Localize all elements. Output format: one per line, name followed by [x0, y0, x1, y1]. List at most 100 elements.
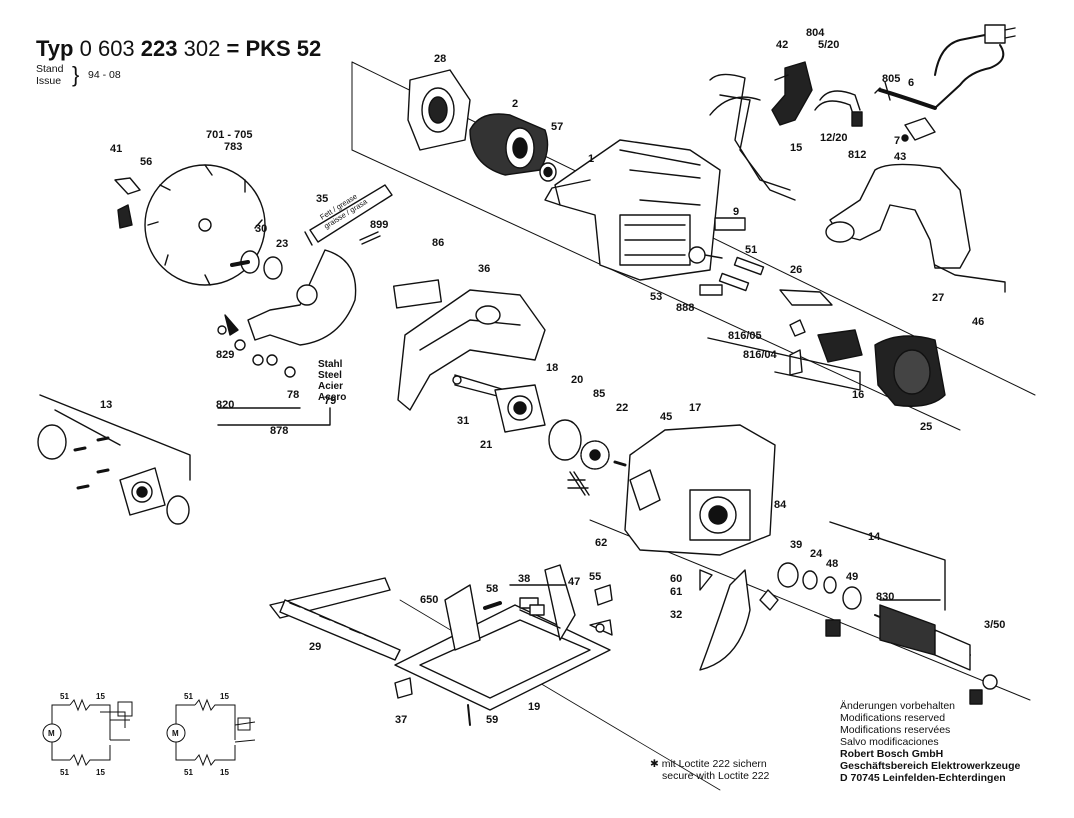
part-number-callout: 19 [528, 701, 540, 713]
part-number-callout: 805 [882, 73, 900, 85]
part-number-callout: 42 [776, 39, 788, 51]
part-number-callout: 5/20 [818, 39, 839, 51]
part-number-callout: 51 [745, 244, 757, 256]
part-650-parallel-guide [269, 577, 401, 661]
part-15-wires [709, 73, 796, 201]
part-36-label [392, 279, 443, 309]
part-number-callout: 57 [551, 121, 563, 133]
part-85-ring [548, 419, 582, 461]
part-armature [825, 604, 998, 705]
stand-issue-block: Stand Issue } 94 - 08 [36, 63, 121, 87]
part-816-brush-holder [789, 319, 863, 376]
part-number-callout: 9 [733, 206, 739, 218]
part-number-callout: 36 [478, 263, 490, 275]
part-24-48-49-bearings [759, 562, 862, 611]
part-22-gear [580, 440, 627, 470]
part-number-callout: 39 [790, 539, 802, 551]
part-number-callout: 13 [100, 399, 112, 411]
part-number-callout: 86 [432, 237, 444, 249]
part-32-lever [699, 569, 751, 671]
company-name: Robert Bosch GmbH [840, 748, 944, 760]
typ-number-b: 223 [140, 36, 178, 61]
part-number-callout: 16 [852, 389, 864, 401]
part-number-callout: 23 [276, 238, 288, 250]
part-1-motor-housing [544, 139, 723, 281]
loctite-de: ✱ mit Loctite 222 sichern [650, 758, 767, 770]
model-name: = PKS 52 [226, 36, 322, 61]
part-25-end-cover [874, 335, 946, 407]
material-label-es: Acero [318, 392, 346, 403]
part-20-flange [494, 384, 546, 433]
part-number-callout: 14 [868, 531, 881, 543]
issue-label: Issue [36, 75, 62, 87]
part-number-callout: 2 [512, 98, 518, 110]
loctite-note: ✱ mit Loctite 222 sichern secure with Lo… [650, 758, 769, 782]
part-number-callout: 35 [316, 193, 328, 205]
part-12-20-contacts [814, 90, 863, 127]
typ-number-c: 302 [183, 36, 221, 61]
changes-de: Änderungen vorbehalten [840, 700, 956, 712]
part-number-callout: 26 [790, 264, 802, 276]
company-division: Geschäftsbereich Elektrowerkzeuge [840, 760, 1021, 772]
part-number-callout: 28 [434, 53, 446, 65]
part-26-cover [779, 289, 833, 306]
stand-value: 94 - 08 [88, 69, 121, 81]
part-number-callout: 79 [324, 395, 336, 407]
part-number-callout: 37 [395, 714, 407, 726]
part-2-stator [469, 113, 549, 176]
changes-en: Modifications reserved [840, 712, 946, 724]
part-number-callout: 701 - 705 [206, 129, 252, 141]
part-number-callout: 6 [908, 77, 914, 89]
page-title: Typ 0 603 223 302 = PKS 52 [36, 36, 321, 62]
part-number-callout: 20 [571, 374, 583, 386]
part-number-callout: 48 [826, 558, 838, 570]
part-number-callout: 46 [972, 316, 984, 328]
part-number-callout: 816/04 [743, 349, 778, 361]
part-number-callout: 55 [589, 571, 601, 583]
wiring-schematic-right [166, 698, 256, 767]
part-19-base-plate [394, 564, 611, 711]
part-blade [114, 164, 266, 286]
part-number-callout: 12/20 [820, 132, 848, 144]
part-number-callout: 31 [457, 415, 469, 427]
part-number-callout: 812 [848, 149, 866, 161]
schematic-num: 51 [60, 768, 69, 777]
part-78-79-small-parts [217, 314, 296, 378]
part-number-callout: 816/05 [728, 330, 762, 342]
part-screws [394, 584, 613, 726]
part-number-callout: 29 [309, 641, 321, 653]
modifications-note: Änderungen vorbehalten Modifications res… [840, 700, 1020, 784]
part-number-callout: 53 [650, 291, 662, 303]
part-number-callout: 7 [894, 135, 900, 147]
part-number-callout: 820 [216, 399, 234, 411]
part-18-upper-guard [397, 289, 546, 411]
part-number-callout: 78 [287, 389, 299, 401]
part-number-callout: 32 [670, 609, 682, 621]
part-899-grease-tube [304, 184, 393, 246]
part-28-housing [407, 69, 471, 151]
bracket-816 [707, 337, 861, 391]
schematic-num: 51 [60, 692, 69, 701]
typ-number-a: 0 603 [79, 36, 135, 61]
part-number-callout: 3/50 [984, 619, 1005, 631]
part-number-callout: 650 [420, 594, 438, 606]
part-number-callout: 899 [370, 219, 388, 231]
part-spring [567, 471, 590, 496]
part-number-callout: 45 [660, 411, 672, 423]
wiring-schematic-left [42, 698, 133, 767]
part-6-power-cord [874, 24, 1016, 110]
bracket-820 [39, 394, 191, 481]
part-number-callout: 56 [140, 156, 152, 168]
perspective-line [351, 149, 961, 431]
company-address: D 70745 Leinfelden-Echterdingen [840, 772, 1006, 784]
part-number-callout: 62 [595, 537, 607, 549]
part-number-callout: 783 [224, 141, 242, 153]
schematic-num: 15 [220, 692, 229, 701]
part-7-clamp [901, 117, 936, 142]
part-51-brushes [718, 256, 765, 292]
part-27-handle [825, 163, 1006, 293]
part-number-callout: 830 [876, 591, 894, 603]
part-number-callout: 878 [270, 425, 288, 437]
part-number-callout: 59 [486, 714, 498, 726]
